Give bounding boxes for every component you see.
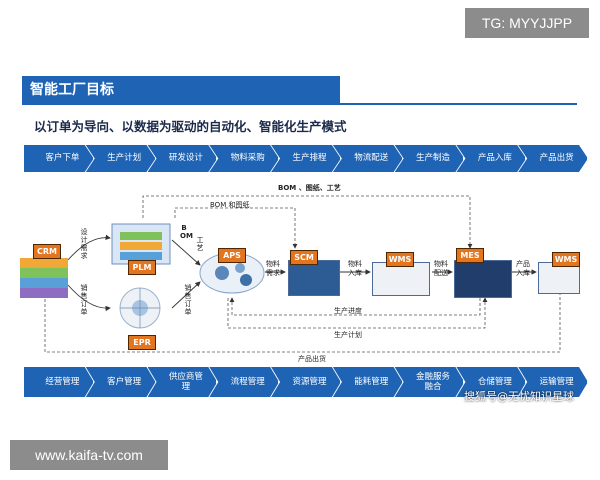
erp-aps-label: 销 售 订 单	[184, 284, 192, 316]
process-step: 物料采购	[209, 145, 279, 172]
watermark-bottom-right: 搜狐号@无忧知识星球	[464, 390, 574, 403]
process-step: 生产计划	[86, 145, 156, 172]
process-vertical-label: 工 艺	[196, 236, 204, 252]
flow-diagram: CRM PLM EPR APS SCM WMS MES WMS BOM 、图纸、…	[0, 180, 600, 365]
bom-top-label: BOM 、图纸、工艺	[278, 184, 341, 192]
management-step: 供应商管 理	[148, 367, 218, 397]
aps-box: APS	[218, 248, 246, 263]
process-step: 物流配送	[333, 145, 403, 172]
scm-screen	[288, 260, 340, 296]
aps-gears-graphic	[199, 252, 265, 294]
process-step: 生产排程	[271, 145, 341, 172]
material-in-label: 物料 入库	[348, 260, 362, 277]
watermark-top: TG: MYYJJPP	[465, 8, 589, 38]
flow-connectors	[20, 195, 561, 353]
bom-mid-line	[174, 207, 298, 249]
title-divider	[22, 103, 577, 105]
bom-vertical-label: B OM	[180, 224, 193, 240]
plm-box: PLM	[128, 260, 156, 275]
management-step: 流程管理	[209, 367, 279, 397]
bom-top-line	[142, 195, 473, 249]
management-step: 运输管理	[518, 367, 588, 397]
crm-stack-graphic	[20, 258, 68, 298]
process-step: 生产制造	[395, 145, 465, 172]
management-step: 客户管理	[86, 367, 156, 397]
management-step: 资源管理	[271, 367, 341, 397]
plan-line	[227, 297, 488, 329]
progress-label: 生产进度	[334, 307, 362, 315]
material-dist-label: 物料 配送	[434, 260, 448, 277]
material-demand-label: 物料 需求	[266, 260, 280, 277]
wms2-box: WMS	[552, 252, 580, 267]
process-step: 研发设计	[148, 145, 218, 172]
management-step: 能耗管理	[333, 367, 403, 397]
watermark-bottom-left: www.kaifa-tv.com	[10, 440, 168, 470]
wms1-box: WMS	[386, 252, 414, 267]
plm-stack-graphic	[111, 223, 171, 265]
scm-box: SCM	[290, 250, 318, 265]
crm-plm-arrow	[67, 234, 111, 261]
erp-aps-arrow	[171, 281, 201, 309]
process-step: 客户下单	[24, 145, 94, 172]
mes-box: MES	[456, 248, 484, 263]
ship-line	[42, 289, 561, 353]
page-title: 智能工厂目标	[22, 76, 340, 104]
process-step-bar: 客户下单生产计划研发设计物料采购生产排程物流配送生产制造产品入库产品出货	[24, 145, 580, 172]
bom-mid-label: BOM 和图纸	[210, 201, 250, 209]
ship-label: 产品出货	[298, 355, 326, 363]
management-step: 经营管理	[24, 367, 94, 397]
progress-line	[229, 297, 481, 316]
process-step: 产品入库	[456, 145, 526, 172]
product-in-label: 产品 入库	[516, 260, 530, 277]
epr-box: EPR	[128, 335, 156, 350]
process-step: 产品出货	[518, 145, 588, 172]
page-subtitle: 以订单为导向、以数据为驱动的自动化、智能化生产模式	[34, 119, 347, 134]
crm-erp-arrow	[67, 284, 111, 312]
plan-label: 生产计划	[334, 331, 362, 339]
plm-send-label: 设 计 需 求	[80, 228, 88, 260]
management-step: 金融服务 融合	[395, 367, 465, 397]
erp-order-label: 销 售 订 单	[80, 284, 88, 316]
plm-aps-arrow	[171, 239, 201, 266]
mes-screen	[454, 260, 512, 298]
crm-box: CRM	[33, 244, 61, 259]
wms1-screen	[372, 262, 430, 296]
erp-graphic	[119, 287, 161, 329]
management-step-bar: 经营管理客户管理供应商管 理流程管理资源管理能耗管理金融服务 融合仓储管理运输管…	[24, 367, 580, 397]
management-step: 仓储管理	[456, 367, 526, 397]
